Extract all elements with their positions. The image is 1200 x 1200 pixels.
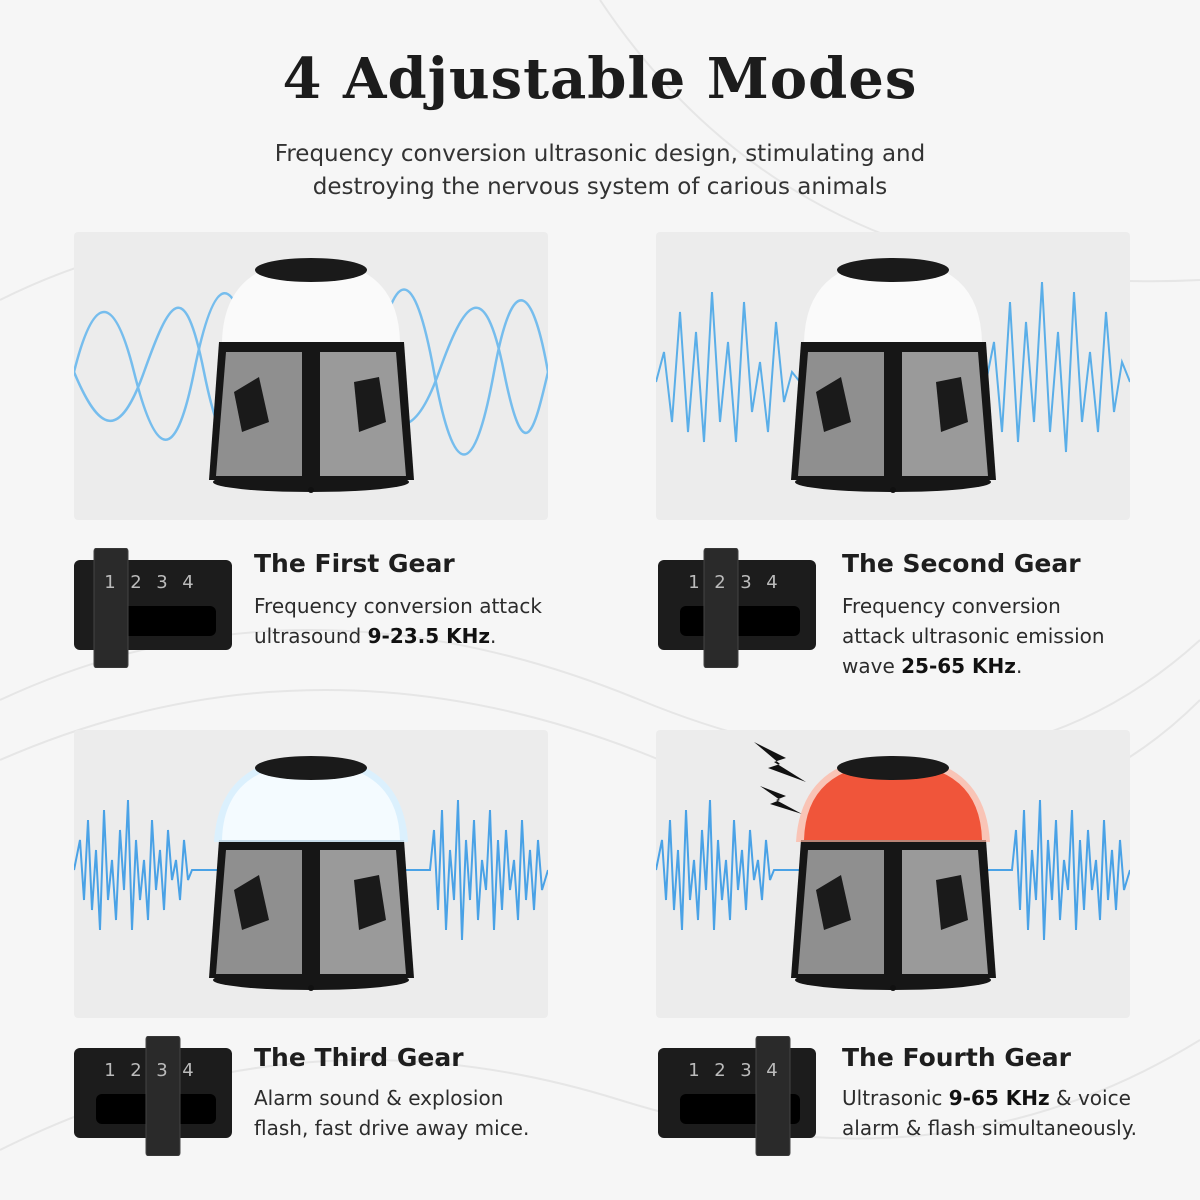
gear-3-title: The Third Gear	[254, 1043, 464, 1072]
subtitle-line-1: Frequency conversion ultrasonic design, …	[274, 141, 926, 167]
page-title: 4 Adjustable Modes	[282, 46, 918, 112]
switch-number-4: 4	[766, 1060, 777, 1081]
switch-number-3: 3	[740, 572, 751, 593]
page-subtitle: Frequency conversion ultrasonic design, …	[250, 138, 950, 204]
gear-1-title: The First Gear	[254, 549, 455, 578]
gear-3-image-panel	[74, 730, 548, 1018]
gear-switch-4: 1 2 3 4	[658, 1036, 818, 1156]
subtitle-line-2: destroying the nervous system of carious…	[312, 174, 888, 200]
gear-4-title: The Fourth Gear	[842, 1043, 1072, 1072]
switch-number-3: 3	[156, 572, 167, 593]
repeller-device	[791, 258, 996, 493]
gear-2-image-panel	[656, 232, 1130, 520]
gear-4-image-panel	[656, 730, 1130, 1018]
switch-number-2: 2	[130, 1060, 141, 1081]
repeller-device	[209, 258, 414, 493]
gear-2-description: Frequency conversion attack ultrasonic e…	[842, 594, 1105, 678]
switch-number-1: 1	[104, 1060, 115, 1081]
gear-3-description: Alarm sound & explosion flash, fast driv…	[254, 1086, 530, 1140]
gear-switch-1: 1 2 3 4	[74, 548, 234, 668]
gear-switch-2: 1 2 3 4	[658, 548, 818, 668]
switch-number-3: 3	[156, 1060, 167, 1081]
switch-number-2: 2	[130, 572, 141, 593]
gear-1-image-panel	[74, 232, 548, 520]
lightning-icon	[754, 742, 806, 814]
switch-number-4: 4	[766, 572, 777, 593]
gear-4-description: Ultrasonic 9-65 KHz & voice alarm & flas…	[842, 1086, 1138, 1140]
repeller-device	[209, 756, 414, 991]
switch-number-2: 2	[714, 1060, 725, 1081]
switch-number-1: 1	[688, 572, 699, 593]
switch-number-1: 1	[104, 572, 115, 593]
switch-number-1: 1	[688, 1060, 699, 1081]
switch-number-4: 4	[182, 572, 193, 593]
gear-2-title: The Second Gear	[842, 549, 1081, 578]
switch-number-4: 4	[182, 1060, 193, 1081]
repeller-device	[791, 756, 996, 991]
switch-number-2: 2	[714, 572, 725, 593]
switch-number-3: 3	[740, 1060, 751, 1081]
gear-1-description: Frequency conversion attack ultrasound 9…	[254, 594, 542, 648]
gear-switch-3: 1 2 3 4	[74, 1036, 234, 1156]
